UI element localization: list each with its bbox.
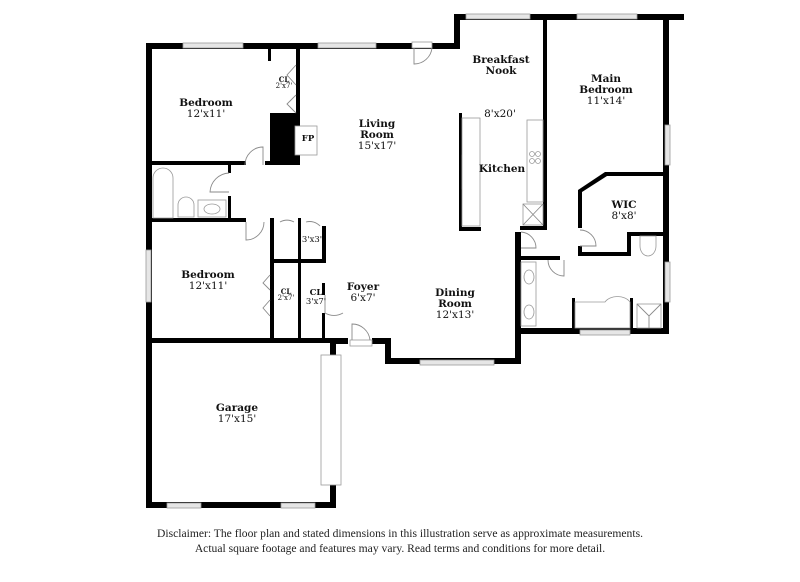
room-name-line2: Nook: [485, 65, 517, 78]
disclaimer-line-2: Actual square footage and features may v…: [194, 542, 606, 556]
room-name: Garage: [215, 402, 259, 414]
room-dimensions: 12'x11': [186, 108, 226, 121]
room-name: Kitchen: [478, 163, 526, 175]
room-name-line1: Dining: [435, 287, 475, 299]
room-label-fireplace: FP: [302, 135, 314, 144]
room-label-closet-3x3: 3'x3': [302, 236, 322, 245]
room-dimensions: 12'x11': [188, 280, 228, 293]
room-dimensions: 8'x8': [611, 210, 637, 223]
windows: [145, 13, 671, 509]
room-label-wic: WIC 8'x8': [611, 199, 637, 223]
room-label-living-room: Living Room 15'x17': [357, 118, 397, 153]
room-dimensions-breakfast-kitchen: 8'x20': [484, 108, 516, 120]
room-name: Bedroom: [179, 97, 233, 109]
room-label-dining-room: Dining Room 12'x13': [435, 287, 475, 322]
room-dimensions: 3'x3': [301, 235, 323, 245]
room-dimensions: 15'x17': [357, 140, 397, 153]
room-dimensions: 12'x13': [435, 309, 475, 322]
room-dimensions: 6'x7': [350, 292, 376, 305]
room-dimensions: 11'x14': [586, 95, 626, 108]
room-label-garage: Garage 17'x15': [215, 402, 259, 426]
room-label-main-bedroom: Main Bedroom 11'x14': [579, 73, 633, 108]
room-name: CL: [280, 287, 292, 296]
room-label-foyer: Foyer 6'x7': [346, 281, 380, 305]
room-name-line1: Living: [358, 118, 396, 130]
room-name-line2: Room: [360, 129, 394, 142]
room-label-closet-3: CL 3'x7': [306, 289, 326, 307]
room-label-kitchen: Kitchen: [478, 163, 526, 175]
room-label-closet-2: CL 2'x7': [278, 288, 295, 303]
room-label-bedroom-1: Bedroom 12'x11': [179, 97, 233, 121]
disclaimer-line-1: Disclaimer: The floor plan and stated di…: [157, 527, 643, 540]
room-label-bedroom-2: Bedroom 12'x11': [181, 269, 235, 293]
fixtures: [152, 117, 662, 329]
room-name-line2: Bedroom: [579, 84, 633, 97]
room-label-breakfast-nook: Breakfast Nook: [472, 54, 530, 78]
room-name: Bedroom: [181, 269, 235, 281]
room-name: WIC: [611, 199, 637, 211]
room-name: CL: [309, 288, 323, 298]
room-name: FP: [301, 134, 315, 144]
interior-walls: [146, 20, 663, 341]
room-name-line1: Breakfast: [472, 54, 530, 66]
room-name: CL: [278, 75, 290, 84]
room-dimensions: 17'x15': [217, 413, 257, 426]
room-dimensions: 2'x7': [275, 82, 293, 91]
room-name: Foyer: [346, 281, 380, 293]
disclaimer: Disclaimer: The floor plan and stated di…: [0, 526, 800, 557]
room-dimensions: 3'x7': [305, 296, 327, 307]
room-dimensions: 2'x7': [277, 294, 295, 303]
room-dimensions: 8'x20': [484, 108, 516, 120]
room-name-line1: Main: [590, 73, 622, 85]
room-label-closet-1: CL 2'x7': [276, 76, 293, 91]
room-name-line2: Room: [438, 298, 472, 311]
doors: [209, 41, 597, 347]
